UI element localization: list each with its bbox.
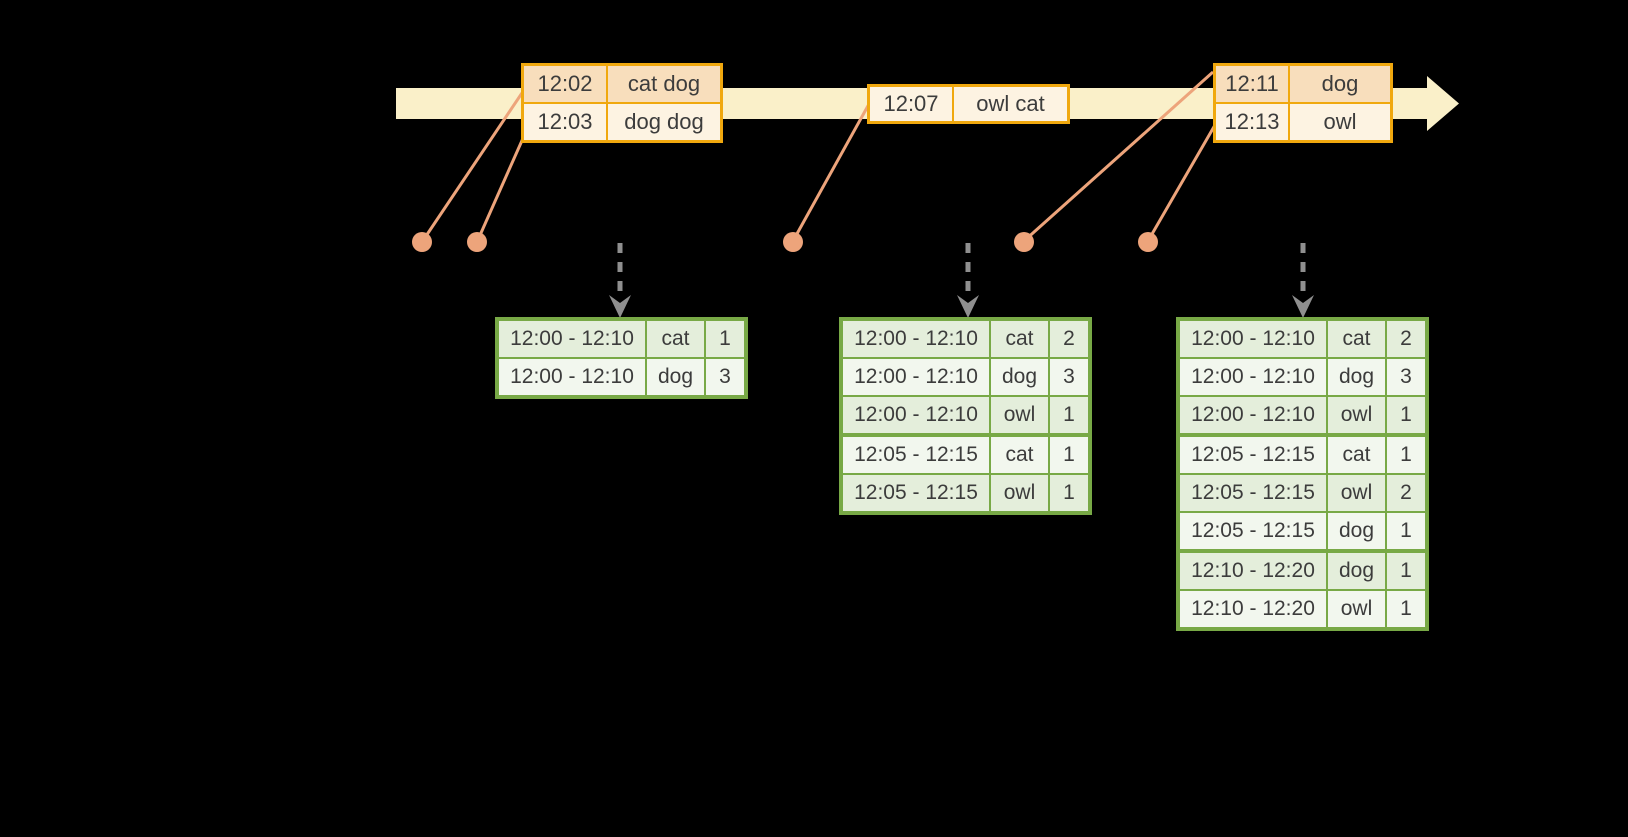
event-words-cell: dog [1321, 71, 1359, 96]
result-word-cell: owl [991, 475, 1050, 511]
event-time-cell: 12:03 [524, 104, 608, 140]
result-word-cell: owl [991, 397, 1050, 433]
trigger-arrowhead-icon [957, 295, 979, 318]
result-table-3: 12:00 - 12:10 cat 2 12:00 - 12:10 dog 3 … [1176, 317, 1429, 631]
result-word-cell: dog [647, 359, 706, 395]
result-window-cell: 12:05 - 12:15 [1180, 437, 1328, 473]
result-word-cell: dog [1328, 359, 1387, 395]
event-marker-dot [412, 232, 432, 252]
result-word-cell: cat [1328, 437, 1387, 473]
result-word-cell: owl [1328, 475, 1387, 511]
result-count-cell: 1 [1400, 519, 1412, 542]
event-row: 12:13 owl [1216, 102, 1390, 140]
event-row: 12:11 dog [1216, 66, 1390, 102]
result-window-cell: 12:00 - 12:10 [1180, 321, 1328, 357]
result-window-cell: 12:00 - 12:10 [1180, 359, 1328, 395]
result-window-cell: 12:00 - 12:10 [499, 321, 647, 357]
result-window-cell: 12:10 - 12:20 [1180, 553, 1328, 589]
event-connector-line [1023, 70, 1214, 243]
result-count-cell: 1 [1063, 481, 1075, 504]
result-row: 12:00 - 12:10 cat 2 [1180, 321, 1425, 357]
event-time-cell: 12:11 [1216, 66, 1290, 102]
event-words-cell: owl [1323, 109, 1357, 134]
result-count-cell: 3 [1400, 365, 1412, 388]
result-count-cell: 1 [1400, 403, 1412, 426]
result-row: 12:00 - 12:10 dog 3 [499, 357, 744, 395]
result-window-cell: 12:05 - 12:15 [843, 437, 991, 473]
event-marker-dot [467, 232, 487, 252]
result-count-cell: 1 [719, 327, 731, 350]
result-table-1: 12:00 - 12:10 cat 1 12:00 - 12:10 dog 3 [495, 317, 748, 399]
result-row: 12:10 - 12:20 dog 1 [1180, 549, 1425, 589]
result-count-cell: 1 [1400, 597, 1412, 620]
result-window-cell: 12:05 - 12:15 [1180, 475, 1328, 511]
event-marker-dot [783, 232, 803, 252]
event-connector-line [475, 126, 530, 243]
result-count-cell: 2 [1400, 327, 1412, 350]
result-row: 12:05 - 12:15 cat 1 [843, 433, 1088, 473]
result-row: 12:05 - 12:15 cat 1 [1180, 433, 1425, 473]
result-table-2: 12:00 - 12:10 cat 2 12:00 - 12:10 dog 3 … [839, 317, 1092, 515]
result-window-cell: 12:00 - 12:10 [499, 359, 647, 395]
event-row: 12:02 cat dog [524, 66, 720, 102]
result-count-cell: 2 [1063, 327, 1075, 350]
result-word-cell: owl [1328, 591, 1387, 627]
event-connector-line [791, 103, 871, 242]
result-word-cell: owl [1328, 397, 1387, 433]
result-row: 12:00 - 12:10 owl 1 [1180, 395, 1425, 433]
result-row: 12:00 - 12:10 owl 1 [843, 395, 1088, 433]
result-window-cell: 12:00 - 12:10 [843, 321, 991, 357]
trigger-arrow [609, 243, 631, 318]
event-connector-line [1146, 124, 1217, 242]
result-word-cell: dog [1328, 513, 1387, 549]
result-window-cell: 12:05 - 12:15 [843, 475, 991, 511]
result-window-cell: 12:05 - 12:15 [1180, 513, 1328, 549]
event-row: 12:03 dog dog [524, 102, 720, 140]
event-row: 12:07 owl cat [870, 87, 1067, 121]
result-window-cell: 12:00 - 12:10 [1180, 397, 1328, 433]
result-row: 12:00 - 12:10 cat 2 [843, 321, 1088, 357]
event-time-cell: 12:02 [524, 66, 608, 102]
event-connector-line [420, 89, 526, 243]
result-row: 12:00 - 12:10 cat 1 [499, 321, 744, 357]
timeline-arrowhead-icon [1427, 76, 1459, 131]
result-count-cell: 1 [1400, 559, 1412, 582]
result-row: 12:10 - 12:20 owl 1 [1180, 589, 1425, 627]
result-word-cell: cat [991, 321, 1050, 357]
result-row: 12:00 - 12:10 dog 3 [843, 357, 1088, 395]
result-count-cell: 1 [1063, 403, 1075, 426]
event-words-cell: dog dog [624, 109, 704, 134]
result-row: 12:05 - 12:15 owl 2 [1180, 473, 1425, 511]
event-words-cell: owl cat [976, 91, 1045, 116]
input-events-table-3: 12:11 dog 12:13 owl [1213, 63, 1393, 143]
result-word-cell: cat [647, 321, 706, 357]
result-window-cell: 12:00 - 12:10 [843, 397, 991, 433]
trigger-arrowhead-icon [1292, 295, 1314, 318]
result-row: 12:05 - 12:15 dog 1 [1180, 511, 1425, 549]
result-count-cell: 3 [719, 365, 731, 388]
result-word-cell: cat [991, 437, 1050, 473]
result-count-cell: 1 [1400, 443, 1412, 466]
trigger-arrow [957, 243, 979, 318]
event-marker-dot [1138, 232, 1158, 252]
result-word-cell: dog [991, 359, 1050, 395]
trigger-arrowhead-icon [609, 295, 631, 318]
input-events-table-2: 12:07 owl cat [867, 84, 1070, 124]
result-count-cell: 3 [1063, 365, 1075, 388]
event-time-cell: 12:07 [870, 87, 954, 121]
input-events-table-1: 12:02 cat dog 12:03 dog dog [521, 63, 723, 143]
result-count-cell: 2 [1400, 481, 1412, 504]
result-row: 12:00 - 12:10 dog 3 [1180, 357, 1425, 395]
result-row: 12:05 - 12:15 owl 1 [843, 473, 1088, 511]
result-word-cell: dog [1328, 553, 1387, 589]
event-time-cell: 12:13 [1216, 104, 1290, 140]
trigger-arrow [1292, 243, 1314, 318]
result-word-cell: cat [1328, 321, 1387, 357]
result-window-cell: 12:10 - 12:20 [1180, 591, 1328, 627]
event-marker-dot [1014, 232, 1034, 252]
result-count-cell: 1 [1063, 443, 1075, 466]
result-window-cell: 12:00 - 12:10 [843, 359, 991, 395]
event-words-cell: cat dog [627, 71, 701, 96]
